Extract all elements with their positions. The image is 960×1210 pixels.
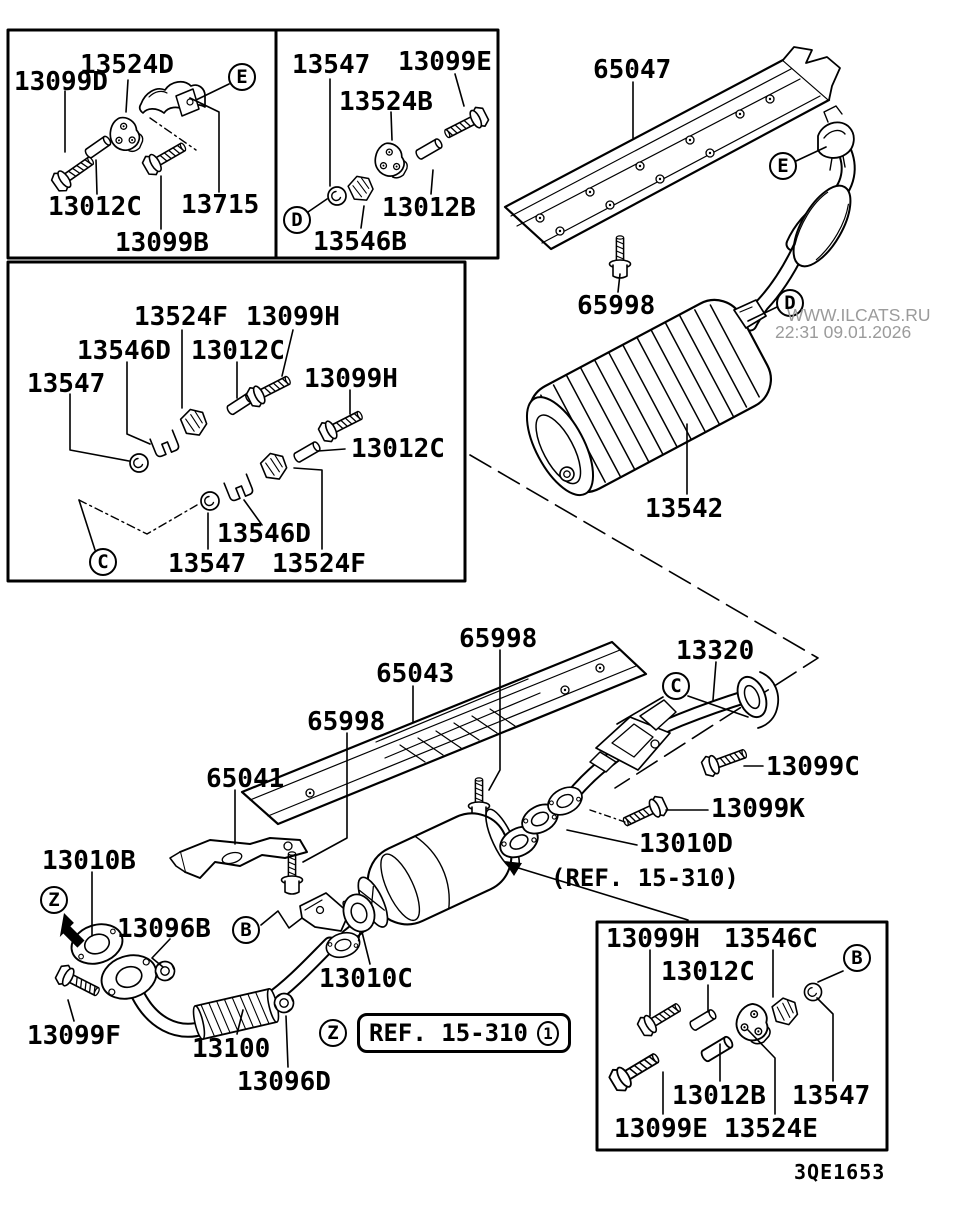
part-label-13547-41: 13547 <box>792 1081 871 1111</box>
front-pipe-13100-drawing <box>52 892 376 1041</box>
part-label-13542-12: 13542 <box>645 494 724 524</box>
part-label-65047-10: 65047 <box>593 55 672 85</box>
gasket-13010C <box>342 893 376 942</box>
part-label-13010B-31: 13010B <box>42 846 136 876</box>
part-label-13546D-15: 13546D <box>77 336 171 366</box>
part-label-13100-35: 13100 <box>192 1034 271 1064</box>
part-label-13012C-19: 13012C <box>351 434 445 464</box>
part-label-13099C-28: 13099C <box>766 752 860 782</box>
part-label-13012C-16: 13012C <box>191 336 285 366</box>
z-view-arrow <box>59 913 85 948</box>
diagram-code: 3QE1653 <box>794 1160 886 1184</box>
part-label-13524F-13: 13524F <box>134 302 228 332</box>
part-label-13715-3: 13715 <box>181 190 260 220</box>
detail-box-1-parts <box>48 79 230 230</box>
part-label-13547-17: 13547 <box>27 369 106 399</box>
bolt-13099C <box>699 742 751 780</box>
part-label-13099E-42: 13099E <box>614 1114 708 1144</box>
pipe-bracket <box>299 892 350 932</box>
ref-note: (REF. 15-310) <box>551 864 739 892</box>
watermark-timestamp: 22:31 09.01.2026 <box>775 322 912 342</box>
callout-e-0: E <box>228 63 256 91</box>
hanger-bracket-top <box>817 121 855 159</box>
bolt-65998-top <box>608 235 632 279</box>
callout-z-8: Z <box>319 1019 347 1047</box>
section-break-line <box>469 454 819 789</box>
part-label-13546B-9: 13546B <box>313 227 407 257</box>
part-label-13524D-0: 13524D <box>80 50 174 80</box>
part-label-13099E-6: 13099E <box>398 47 492 77</box>
callout-d-1: D <box>283 206 311 234</box>
part-label-13012C-39: 13012C <box>661 957 755 987</box>
gasket-13010B <box>70 923 124 965</box>
part-label-65998-23: 65998 <box>459 624 538 654</box>
ref-box: REF. 15-310 1 <box>357 1013 571 1053</box>
tail-pipe-drawing <box>742 105 856 332</box>
center-pipe-13320-drawing <box>565 671 780 803</box>
part-label-13099H-18: 13099H <box>304 364 398 394</box>
part-label-13546D-20: 13546D <box>217 519 311 549</box>
part-label-13320-27: 13320 <box>676 636 755 666</box>
part-label-13099B-4: 13099B <box>115 228 209 258</box>
part-label-65998-11: 65998 <box>577 291 656 321</box>
part-label-65998-25: 65998 <box>307 707 386 737</box>
part-label-13524E-43: 13524E <box>724 1114 818 1144</box>
part-label-13524F-22: 13524F <box>272 549 366 579</box>
callout-c-5: C <box>662 672 690 700</box>
part-label-13099H-14: 13099H <box>246 302 340 332</box>
heat-shield-65043-drawing <box>240 640 648 826</box>
pipe-mount-bracket <box>595 716 671 771</box>
flex-section <box>192 987 280 1041</box>
part-label-13546C-38: 13546C <box>724 924 818 954</box>
part-label-13010C-33: 13010C <box>319 964 413 994</box>
part-label-13012B-40: 13012B <box>672 1081 766 1111</box>
part-label-13099F-34: 13099F <box>27 1021 121 1051</box>
ref-box-circle-number: 1 <box>536 1020 559 1046</box>
part-label-13096D-36: 13096D <box>237 1067 331 1097</box>
callout-c-4: C <box>89 548 117 576</box>
part-label-65043-24: 65043 <box>376 659 455 689</box>
part-label-65041-26: 65041 <box>206 764 285 794</box>
part-label-13096B-32: 13096B <box>117 914 211 944</box>
callout-e-2: E <box>769 152 797 180</box>
part-label-13099K-29: 13099K <box>711 794 805 824</box>
part-label-13547-21: 13547 <box>168 549 247 579</box>
leader-lines <box>67 81 827 1068</box>
watermark-site: WWW.ILCATS.RU <box>787 305 931 325</box>
front-pipe-flange <box>100 954 158 1000</box>
part-label-13099H-37: 13099H <box>606 924 700 954</box>
detail-box-3-parts <box>69 329 367 551</box>
callout-z-6: Z <box>40 886 68 914</box>
callout-d-3: D <box>776 289 804 317</box>
part-label-13012C-2: 13012C <box>48 192 142 222</box>
detail-box-4-parts <box>605 949 844 1115</box>
part-label-13010D-30: 13010D <box>639 829 733 859</box>
part-label-13524B-7: 13524B <box>339 87 433 117</box>
part-label-13012B-8: 13012B <box>382 193 476 223</box>
callout-b-7: B <box>232 916 260 944</box>
detail-box-2-parts <box>307 73 492 229</box>
heat-shield-65047-drawing <box>503 46 841 251</box>
ref-box-text: REF. 15-310 <box>369 1019 528 1047</box>
part-label-13547-5: 13547 <box>292 50 371 80</box>
heat-shield-65041-drawing <box>169 837 308 879</box>
part-label-13099D-1: 13099D <box>14 67 108 97</box>
muffler-inlet-bracket <box>733 299 767 329</box>
callout-b-9: B <box>843 944 871 972</box>
bolt-13099K <box>618 793 671 833</box>
muffler-13542-drawing <box>525 298 772 497</box>
bolt-13099F <box>52 961 104 1003</box>
